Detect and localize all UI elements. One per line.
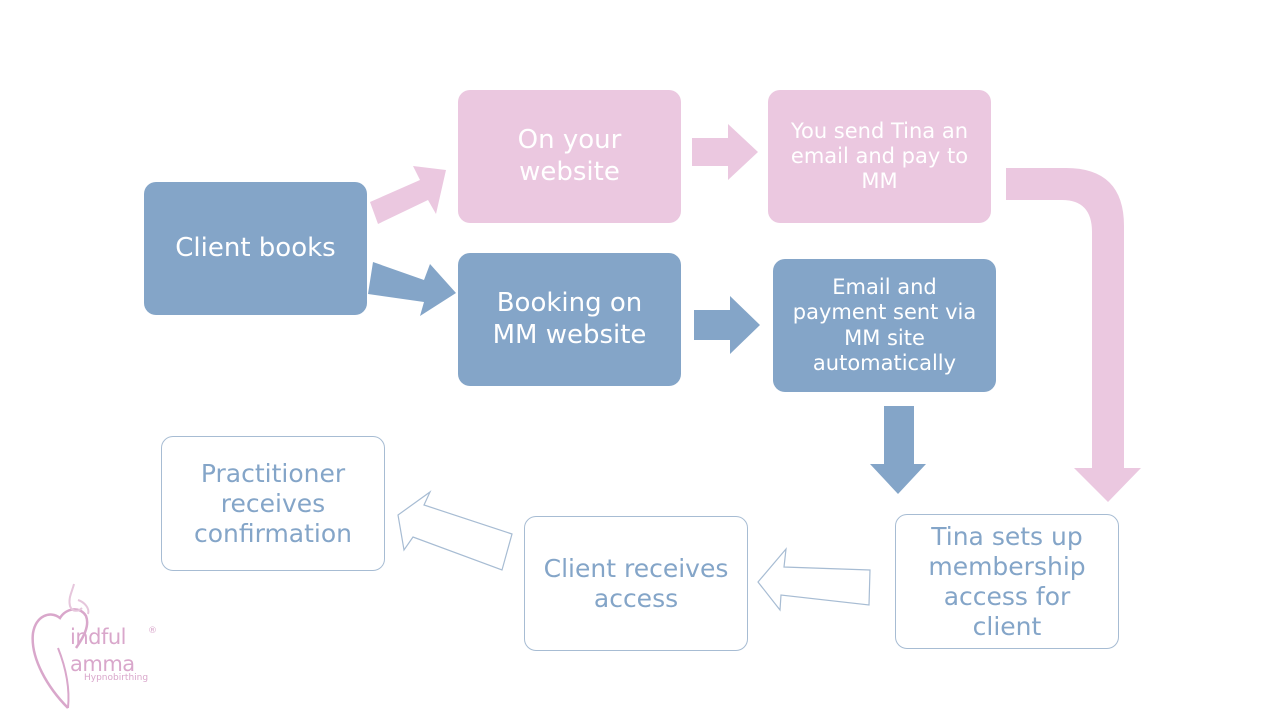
mindful-mamma-logo (31, 583, 90, 709)
logo-figure-icon (68, 583, 90, 615)
logo-text-indful: indful (70, 625, 127, 649)
client-receives-label: Client receives access (543, 553, 729, 613)
you-send-tina-label: You send Tina an email and pay to MM (790, 118, 969, 194)
arrow-to-email-auto (694, 296, 760, 354)
on-your-website-box: On your website (458, 90, 681, 223)
on-your-website-label: On your website (517, 125, 622, 187)
client-receives-box: Client receives access (524, 516, 748, 651)
logo-heart-icon (31, 608, 89, 709)
arrow-to-website (370, 166, 446, 224)
arrow-bent-to-tina (1006, 168, 1141, 502)
arrow-to-send-email (692, 124, 758, 180)
booking-mm-label: Booking on MM website (492, 288, 647, 350)
you-send-tina-box: You send Tina an email and pay to MM (768, 90, 991, 223)
arrow-down-to-tina (870, 406, 926, 494)
arrow-to-practitioner (397, 490, 513, 571)
tina-sets-up-box: Tina sets up membership access for clien… (895, 514, 1119, 649)
client-books-box: Client books (144, 182, 367, 315)
tina-sets-up-label: Tina sets up membership access for clien… (928, 521, 1086, 641)
logo-tagline: Hypnobirthing (84, 673, 149, 683)
practitioner-receives-label: Practitioner receives confirmation (193, 458, 353, 548)
arrow-to-client-receives (757, 547, 871, 612)
email-payment-auto-label: Email and payment sent via MM site autom… (792, 275, 977, 375)
practitioner-receives-box: Practitioner receives confirmation (161, 436, 385, 571)
logo-registered-mark: ® (148, 626, 157, 636)
booking-mm-box: Booking on MM website (458, 253, 681, 386)
email-payment-auto-box: Email and payment sent via MM site autom… (773, 259, 996, 392)
logo-text-amma: amma (70, 652, 135, 676)
client-books-label: Client books (175, 232, 336, 263)
arrow-to-mm-booking (368, 262, 456, 316)
